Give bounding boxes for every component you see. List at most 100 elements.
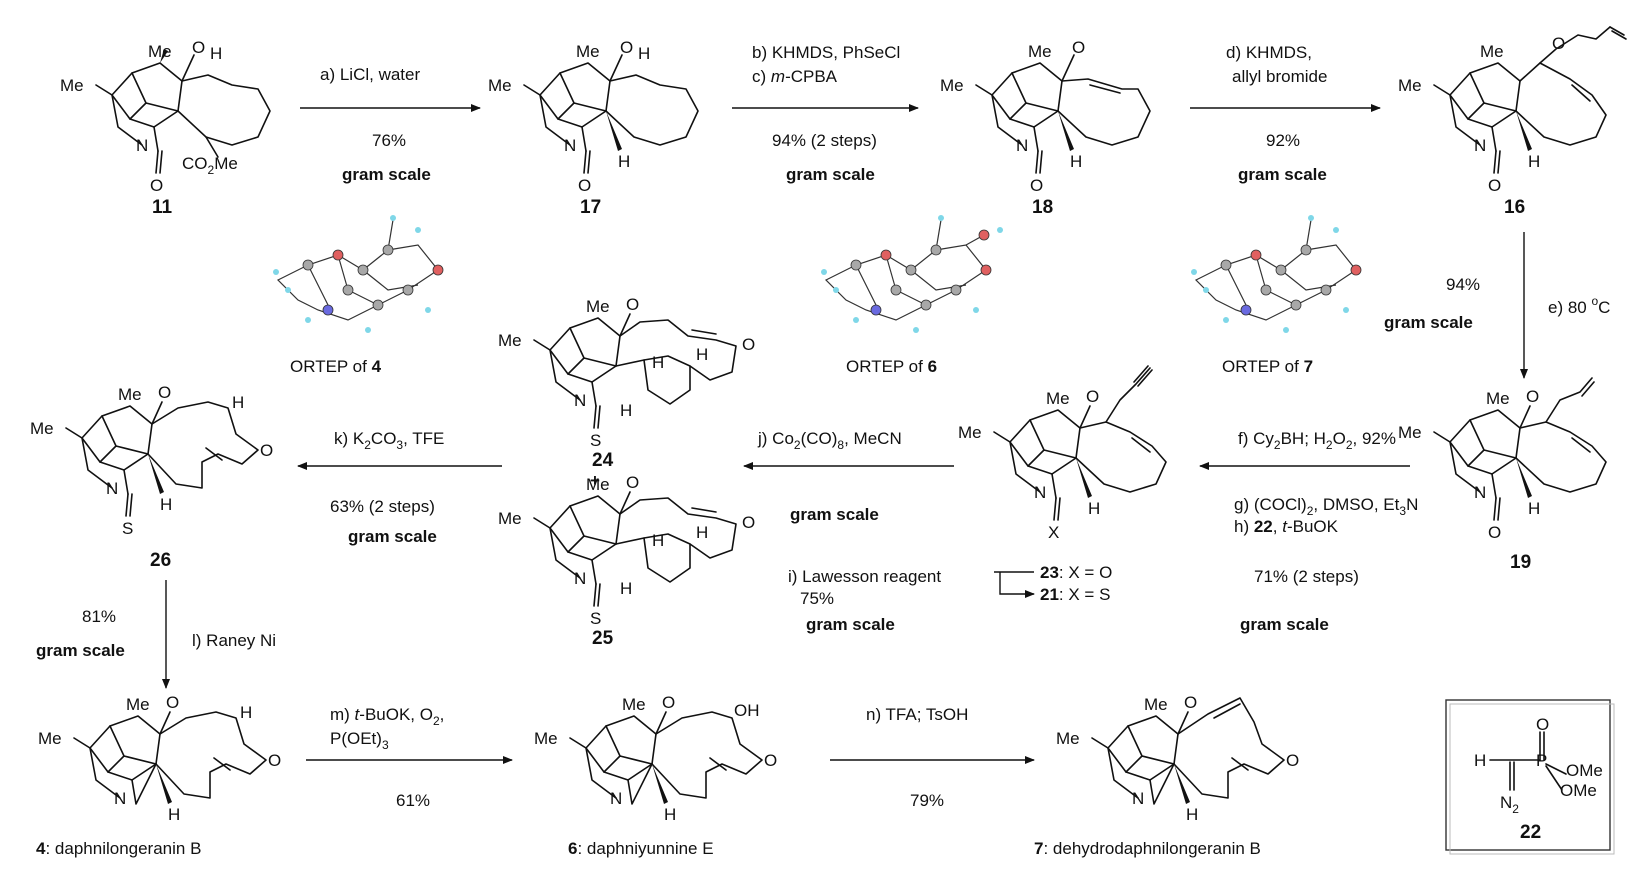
atom-o: O [1086,387,1099,406]
atom-n: N [1016,136,1028,155]
yield-i: 75% [800,589,834,608]
atom-n: N [1034,483,1046,502]
atom-o: O [1526,387,1539,406]
atom-h: H [1070,152,1082,171]
compound-label: 19 [1510,552,1531,573]
atom-me: Me [576,42,600,61]
atom-h: H [1528,152,1540,171]
atom-me: Me [534,729,558,748]
reagents-k: k) K2CO3, TFE [334,429,444,452]
reagents-m2: P(OEt)3 [330,729,389,752]
atom-s: S [590,609,601,628]
atom-h: H [1528,499,1540,518]
atom-o: O [1488,176,1501,195]
reagents-l: l) Raney Ni [192,631,276,650]
scale-e: gram scale [1384,313,1473,332]
atom-me: Me [488,76,512,95]
compound-label: 24 [592,450,614,471]
compound-7-name: 7: dehydrodaphnilongeranin B [1034,839,1261,858]
atom-me: Me [586,475,610,494]
plus-sign: + [590,471,600,490]
ortep-caption: ORTEP of 4 [290,357,382,376]
scale-l: gram scale [36,641,125,660]
reagents-i: i) Lawesson reagent [788,567,941,586]
compound-26: Me Me O O H N S H 26 [30,383,273,571]
atom-o: O [1536,715,1549,734]
yield-e: 94% [1446,275,1480,294]
reagents-m: m) t-BuOK, O2, [330,705,444,728]
atom-me: Me [1028,42,1052,61]
atom-n: N [136,136,148,155]
atom-h: H [1088,499,1100,518]
atom-me: Me [940,76,964,95]
atom-n: N [610,789,622,808]
atom-o: O [150,176,163,195]
yield-fgh: 71% (2 steps) [1254,567,1359,586]
atom-me: Me [1486,389,1510,408]
ortep-caption: ORTEP of 7 [1222,357,1313,376]
atom-n: N [1132,789,1144,808]
compound-19: Me Me O N O H 19 [1398,377,1607,573]
ortep-caption: ORTEP of 6 [846,357,937,376]
yield-k: 63% (2 steps) [330,497,435,516]
reagents-j: j) Co2(CO)8, MeCN [757,429,902,452]
atom-h: H [168,805,180,824]
atom-n: N [106,479,118,498]
yield-n: 79% [910,791,944,810]
compound-24: Me Me O O N S H H H 24 [498,295,755,471]
reagents-f: f) Cy2BH; H2O2, 92% [1238,429,1396,452]
atom-me: Me [1056,729,1080,748]
atom-me: Me [38,729,62,748]
atom-me: Me [1480,42,1504,61]
atom-oh: OH [734,701,760,720]
atom-o: O [578,176,591,195]
compound-6-name: 6: daphniyunnine E [568,839,714,858]
scale-k: gram scale [348,527,437,546]
atom-h: H [1186,805,1198,824]
atom-o: O [626,295,639,314]
atom-n: N [564,136,576,155]
atom-ome: OMe [1566,761,1603,780]
compound-25: Me Me O O N S H H H 25 [498,473,755,649]
reagents-e: e) 80 oC [1548,294,1610,317]
scale-fgh: gram scale [1240,615,1329,634]
atom-o: O [192,38,205,57]
compound-21-label: 21: X = S [1040,585,1110,604]
compound-4: Me Me O O H N H [38,693,281,824]
atom-n: N [1474,136,1486,155]
atom-h: H [696,345,708,364]
atom-me: Me [622,695,646,714]
compound-label: 26 [150,550,171,571]
atom-ome: OMe [1560,781,1597,800]
scale-j: gram scale [790,505,879,524]
atom-n: N [574,391,586,410]
reagents-n: n) TFA; TsOH [866,705,968,724]
atom-o: O [1030,176,1043,195]
atom-h: H [1474,751,1486,770]
atom-o: O [1552,34,1565,53]
atom-p: P [1536,751,1547,770]
reagents-g: g) (COCl)2, DMSO, Et3N [1234,495,1418,518]
reagents-a: a) LiCl, water [320,65,420,84]
atom-h: H [232,393,244,412]
atom-o: O [166,693,179,712]
reagents-d: d) KHMDS, [1226,43,1312,62]
scale-d: gram scale [1238,165,1327,184]
atom-me: Me [958,423,982,442]
atom-n: N [574,569,586,588]
atom-h: H [620,401,632,420]
atom-x: X [1048,523,1059,542]
atom-o: O [1286,751,1299,770]
yield-l: 81% [82,607,116,626]
atom-o: O [158,383,171,402]
scale-i: gram scale [806,615,895,634]
compound-label: 16 [1504,197,1525,218]
compound-4-name: 4: daphnilongeranin B [36,839,201,858]
atom-h: H [240,703,252,722]
atom-h: H [696,523,708,542]
atom-h: H [664,805,676,824]
atom-me: Me [60,76,84,95]
atom-me: Me [1398,76,1422,95]
ortep-6: ORTEP of 6 [821,215,1003,376]
atom-o: O [1184,693,1197,712]
